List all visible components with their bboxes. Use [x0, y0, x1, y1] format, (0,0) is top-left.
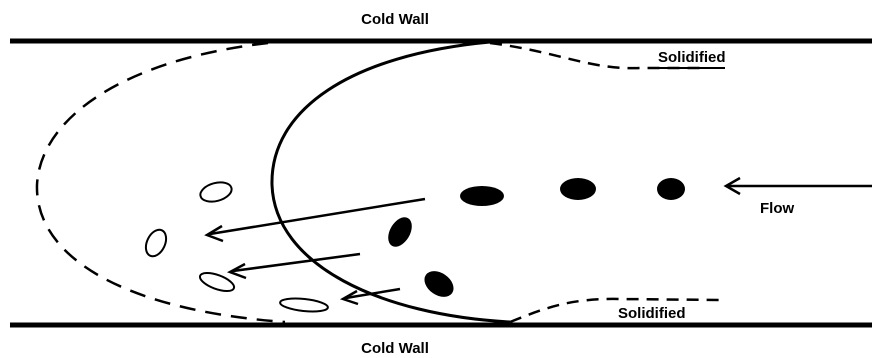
solid-particle [560, 178, 596, 200]
solid-particle [657, 178, 685, 200]
dashed-bottom-solidified-front [510, 299, 720, 322]
top-wall-label: Cold Wall [361, 11, 429, 28]
top-solidified-label: Solidified [658, 49, 726, 66]
hollow-particle [198, 179, 234, 205]
hollow-particle [280, 297, 329, 314]
solid-particle [420, 266, 459, 302]
dashed-outer-boundary [37, 43, 285, 322]
solid-particle [460, 186, 504, 206]
solid-particle [383, 213, 416, 251]
trajectory-arrow-shaft [233, 254, 360, 271]
solid-inner-front [272, 42, 510, 322]
hollow-particle [142, 227, 170, 260]
flow-label: Flow [760, 200, 794, 217]
bottom-wall-label: Cold Wall [361, 340, 429, 357]
bottom-solidified-label: Solidified [618, 305, 686, 322]
